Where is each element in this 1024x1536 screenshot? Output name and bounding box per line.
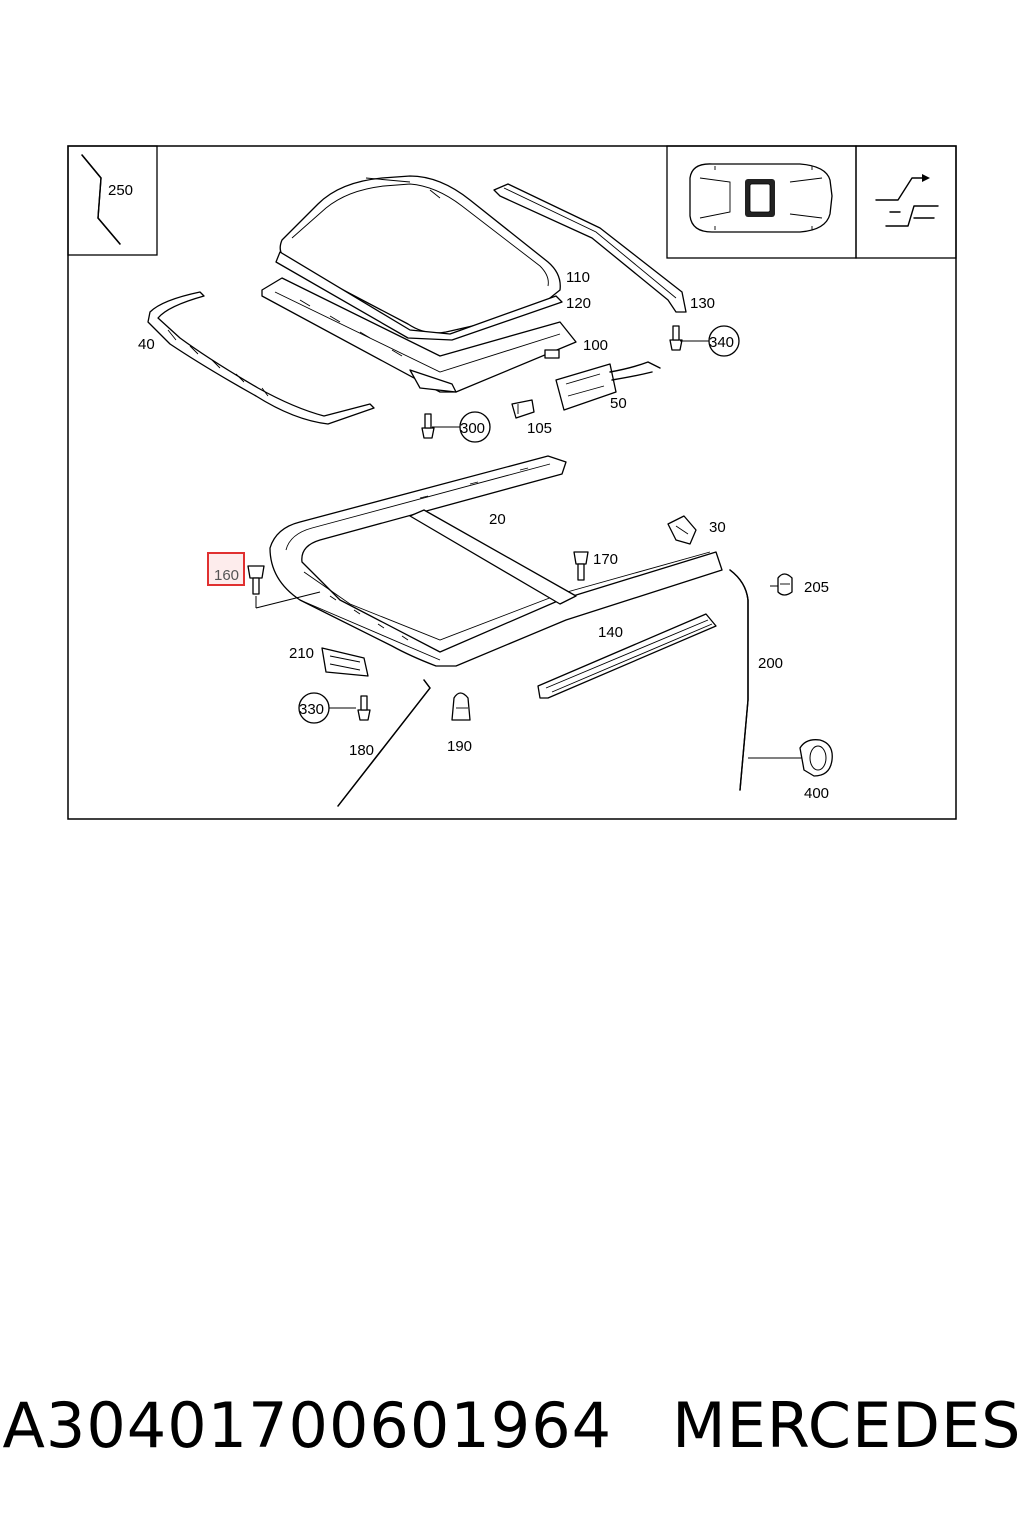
label-40[interactable]: 40	[138, 336, 155, 353]
screw-340: 340	[669, 325, 740, 357]
label-190[interactable]: 190	[447, 738, 472, 755]
label-100[interactable]: 100	[583, 337, 608, 354]
screw-330: 330	[298, 692, 371, 724]
drain-tube-180	[337, 679, 431, 807]
label-140[interactable]: 140	[598, 624, 623, 641]
rail-130	[493, 183, 687, 313]
sunroof-frame-20	[269, 455, 723, 667]
bracket-105	[511, 399, 535, 419]
clip-205	[770, 573, 793, 596]
label-180[interactable]: 180	[349, 742, 374, 759]
label-340[interactable]: 340	[709, 334, 734, 351]
motor-50	[555, 361, 661, 411]
label-400[interactable]: 400	[804, 785, 829, 802]
part-number: A30401700601964	[2, 1388, 613, 1462]
clip-190	[451, 692, 471, 721]
label-160[interactable]: 160	[214, 567, 239, 584]
drain-hose-200	[729, 569, 808, 791]
wind-deflector-40	[147, 291, 375, 425]
car-topview-icon	[666, 145, 857, 259]
label-300[interactable]: 300	[460, 420, 485, 437]
motor-210	[321, 647, 369, 677]
bolt-160	[247, 565, 321, 609]
diagram-frame	[67, 145, 957, 820]
parts-diagram: 250	[67, 145, 957, 820]
label-105[interactable]: 105	[527, 420, 552, 437]
side-rail-140	[537, 613, 717, 699]
label-110[interactable]: 110	[566, 269, 590, 286]
screw-300: 300	[421, 411, 491, 443]
inset-250: 250	[67, 145, 158, 256]
label-50[interactable]: 50	[610, 395, 627, 412]
section-symbol-icon	[855, 145, 957, 259]
bolt-170	[573, 551, 589, 581]
label-30[interactable]: 30	[709, 519, 726, 536]
clip-30	[667, 515, 697, 545]
label-200[interactable]: 200	[758, 655, 783, 672]
footer: A30401700601964 MERCEDES	[0, 1380, 1024, 1470]
part-labels: 110 120 130 40 100 50 105 20 30 170 205 …	[138, 269, 829, 802]
glass-frame-100	[261, 277, 577, 393]
label-210[interactable]: 210	[289, 645, 314, 662]
label-330[interactable]: 330	[299, 701, 324, 718]
label-120[interactable]: 120	[566, 295, 591, 312]
label-250[interactable]: 250	[108, 182, 133, 199]
brand-name: MERCEDES	[672, 1388, 1022, 1462]
glass-panel-110-120	[275, 175, 563, 341]
grommet-400	[799, 739, 833, 777]
label-205[interactable]: 205	[804, 579, 829, 596]
label-130[interactable]: 130	[690, 295, 715, 312]
highlighted-part-160[interactable]: 160	[207, 552, 245, 586]
label-170[interactable]: 170	[593, 551, 618, 568]
highlight-box	[207, 552, 245, 586]
label-20[interactable]: 20	[489, 511, 506, 528]
